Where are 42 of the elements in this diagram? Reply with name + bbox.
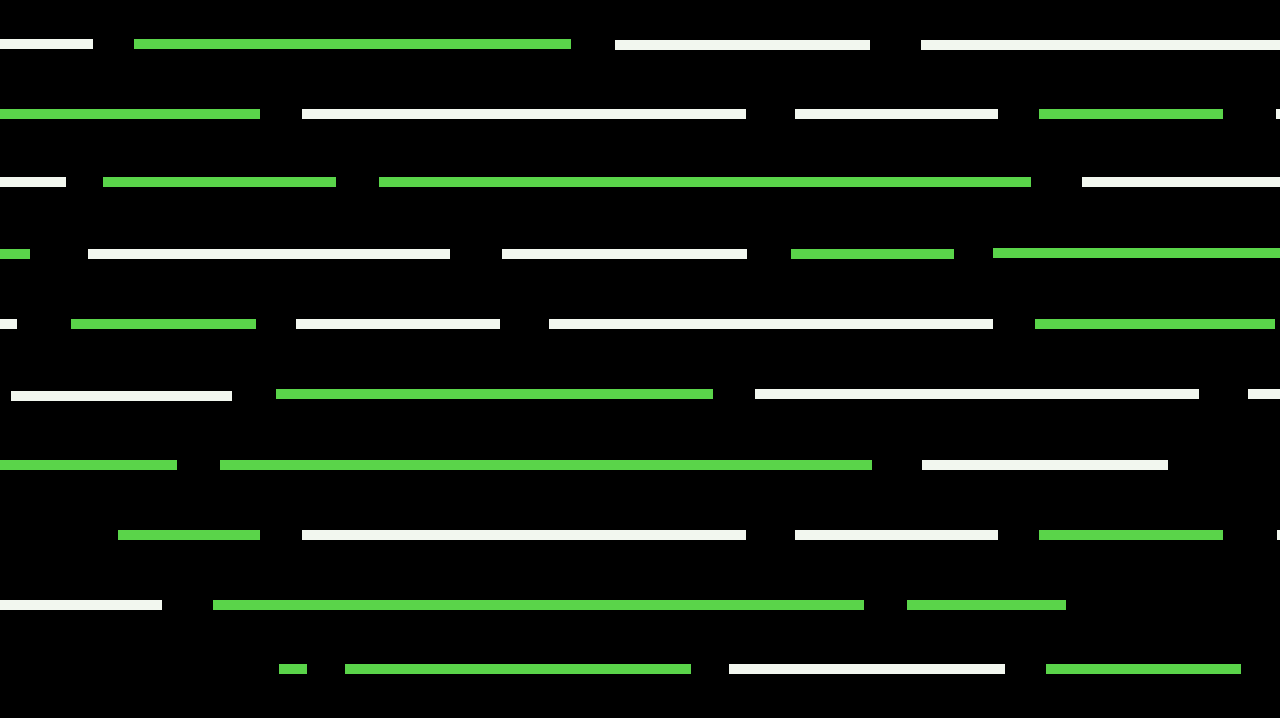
bar: [71, 319, 256, 329]
bar: [795, 530, 998, 540]
bar: [379, 177, 1031, 187]
bar: [345, 664, 691, 674]
bar: [922, 460, 1168, 470]
bar: [0, 177, 66, 187]
bar: [993, 248, 1280, 258]
bar: [549, 319, 993, 329]
bar: [0, 39, 93, 49]
bar: [791, 249, 954, 259]
bar: [795, 109, 998, 119]
bar: [502, 249, 747, 259]
bar: [921, 40, 1280, 50]
bar: [755, 389, 1199, 399]
bar: [1082, 177, 1280, 187]
bar: [0, 249, 30, 259]
bar: [1248, 389, 1280, 399]
bar: [0, 600, 162, 610]
bar: [1035, 319, 1275, 329]
bar: [88, 249, 450, 259]
bar: [118, 530, 260, 540]
bar: [1277, 530, 1280, 540]
bar: [134, 39, 571, 49]
bar: [213, 600, 864, 610]
bar: [0, 319, 17, 329]
bar: [302, 530, 746, 540]
bar: [11, 391, 232, 401]
bar: [279, 664, 307, 674]
bar: [1039, 530, 1223, 540]
bar: [220, 460, 872, 470]
bar: [729, 664, 1005, 674]
bar: [1039, 109, 1223, 119]
bar: [615, 40, 870, 50]
bar: [0, 460, 177, 470]
bar: [0, 109, 260, 119]
bar: [103, 177, 336, 187]
bar: [296, 319, 500, 329]
bar: [1046, 664, 1241, 674]
bar: [276, 389, 713, 399]
bar: [1276, 109, 1280, 119]
bar: [302, 109, 746, 119]
bar: [907, 600, 1066, 610]
